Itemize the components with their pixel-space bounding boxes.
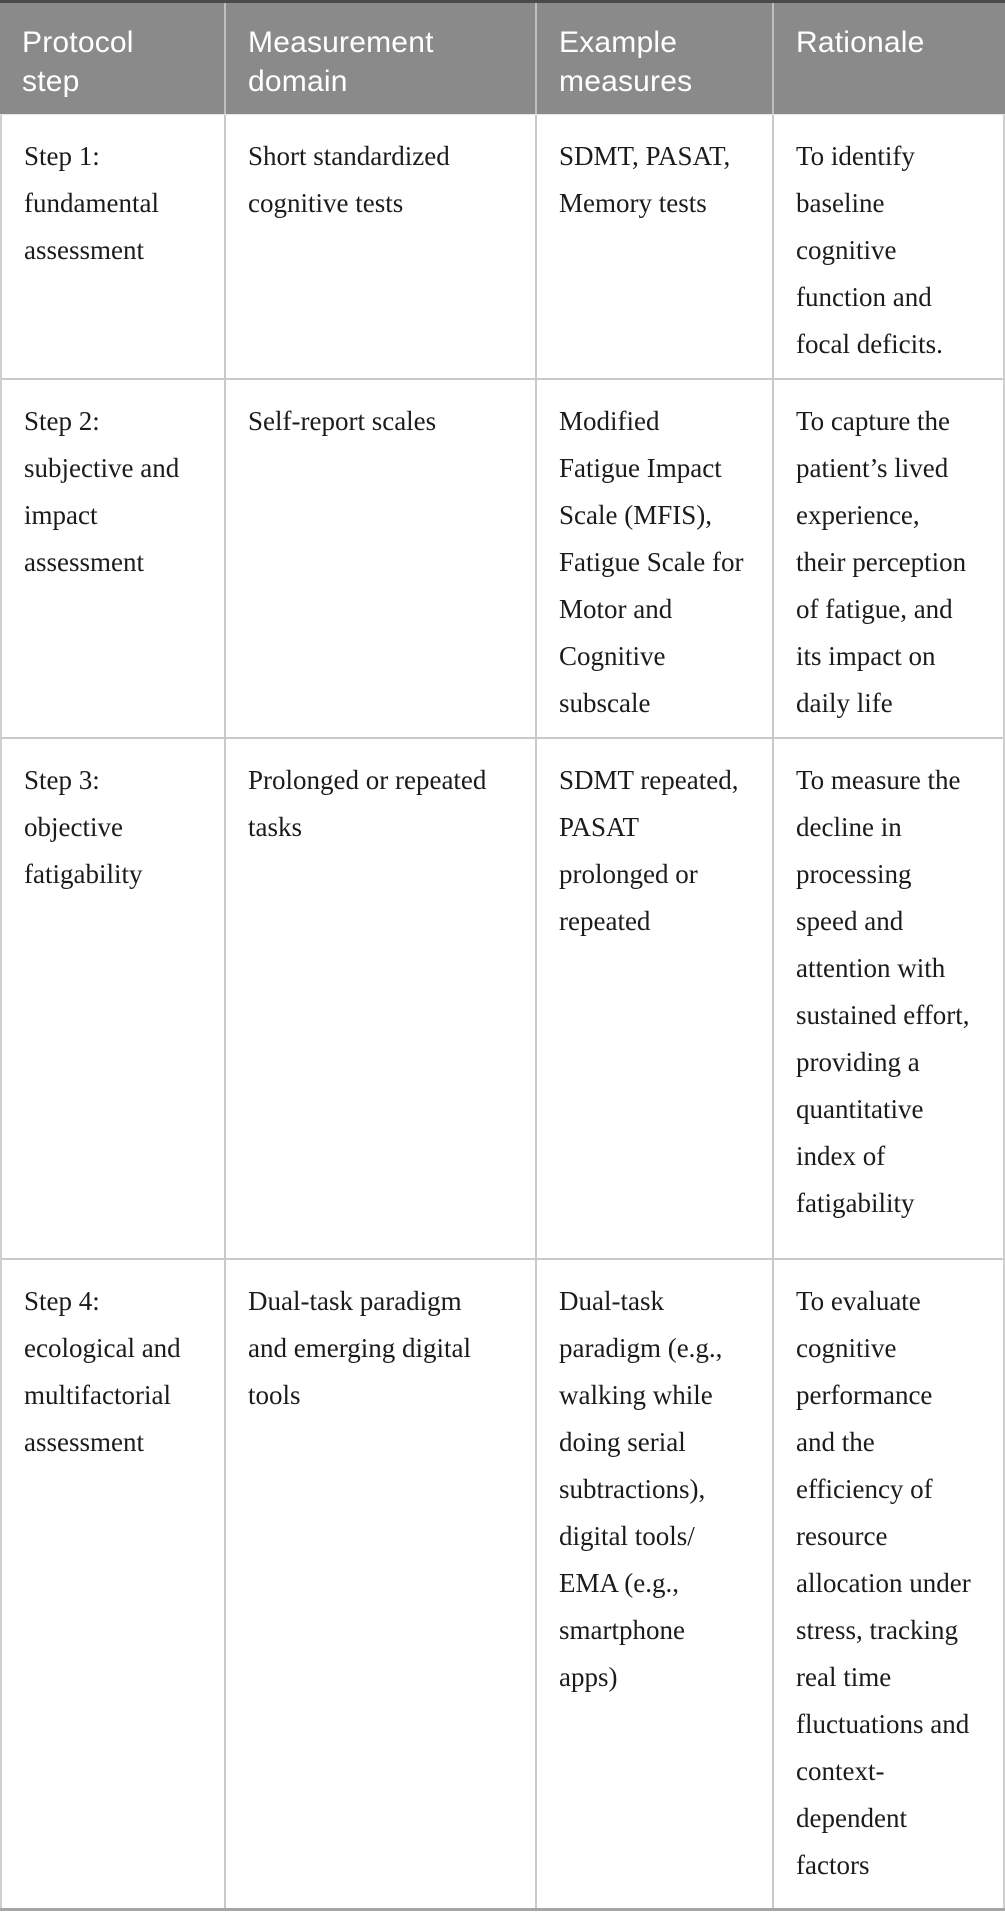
cell-step1-protocol-step: Step 1: fundamental assessment	[24, 141, 159, 265]
column-header-measurement-domain: Measurement domain	[224, 3, 535, 114]
cell-step4-protocol-step: Step 4: ecological and multifactorial as…	[24, 1286, 181, 1457]
cell-step1-measurement-domain: Short standardized cognitive tests	[224, 115, 535, 378]
table-header-row: Protocol step Measurement domain Example…	[0, 3, 1005, 114]
table-row-step-3: Step 3: objective fatigability Prolonged…	[2, 739, 1003, 1260]
table-top-rule	[0, 0, 1005, 3]
cell-step3-rationale: To measure the decline in processing spe…	[772, 739, 1003, 1258]
cell-step4-measurement-domain: Dual-task paradigm and emerging digital …	[224, 1260, 535, 1908]
cell-step2-rationale: To capture the patient’s lived experienc…	[772, 380, 1003, 737]
column-header-protocol-step: Protocol step	[22, 26, 134, 98]
cell-step3-measurement-domain: Prolonged or repeated tasks	[224, 739, 535, 1258]
cell-step2-protocol-step: Step 2: subjective and impact assessment	[24, 406, 180, 577]
cell-step4-example-measures: Dual-task paradigm (e.g., walking while …	[535, 1260, 772, 1908]
table-body: Step 1: fundamental assessment Short sta…	[0, 115, 1005, 1908]
table-row-step-1: Step 1: fundamental assessment Short sta…	[2, 115, 1003, 380]
cell-step3-protocol-step: Step 3: objective fatigability	[24, 765, 143, 889]
cell-step2-example-measures: Modified Fatigue Impact Scale (MFIS), Fa…	[535, 380, 772, 737]
table-bottom-rule	[0, 1908, 1005, 1911]
cell-step3-example-measures: SDMT repeated, PASAT prolonged or repeat…	[535, 739, 772, 1258]
cell-step1-example-measures: SDMT, PASAT, Memory tests	[535, 115, 772, 378]
table-row-step-4: Step 4: ecological and multifactorial as…	[2, 1260, 1003, 1908]
cell-step2-measurement-domain: Self-report scales	[224, 380, 535, 737]
header-bottom-edge	[0, 114, 1005, 115]
table-row-step-2: Step 2: subjective and impact assessment…	[2, 380, 1003, 739]
column-header-rationale: Rationale	[772, 3, 1005, 114]
cell-step4-rationale: To evaluate cognitive performance and th…	[772, 1260, 1003, 1908]
column-header-example-measures: Example measures	[535, 3, 772, 114]
cell-step1-rationale: To identify baseline cognitive function …	[772, 115, 1003, 378]
